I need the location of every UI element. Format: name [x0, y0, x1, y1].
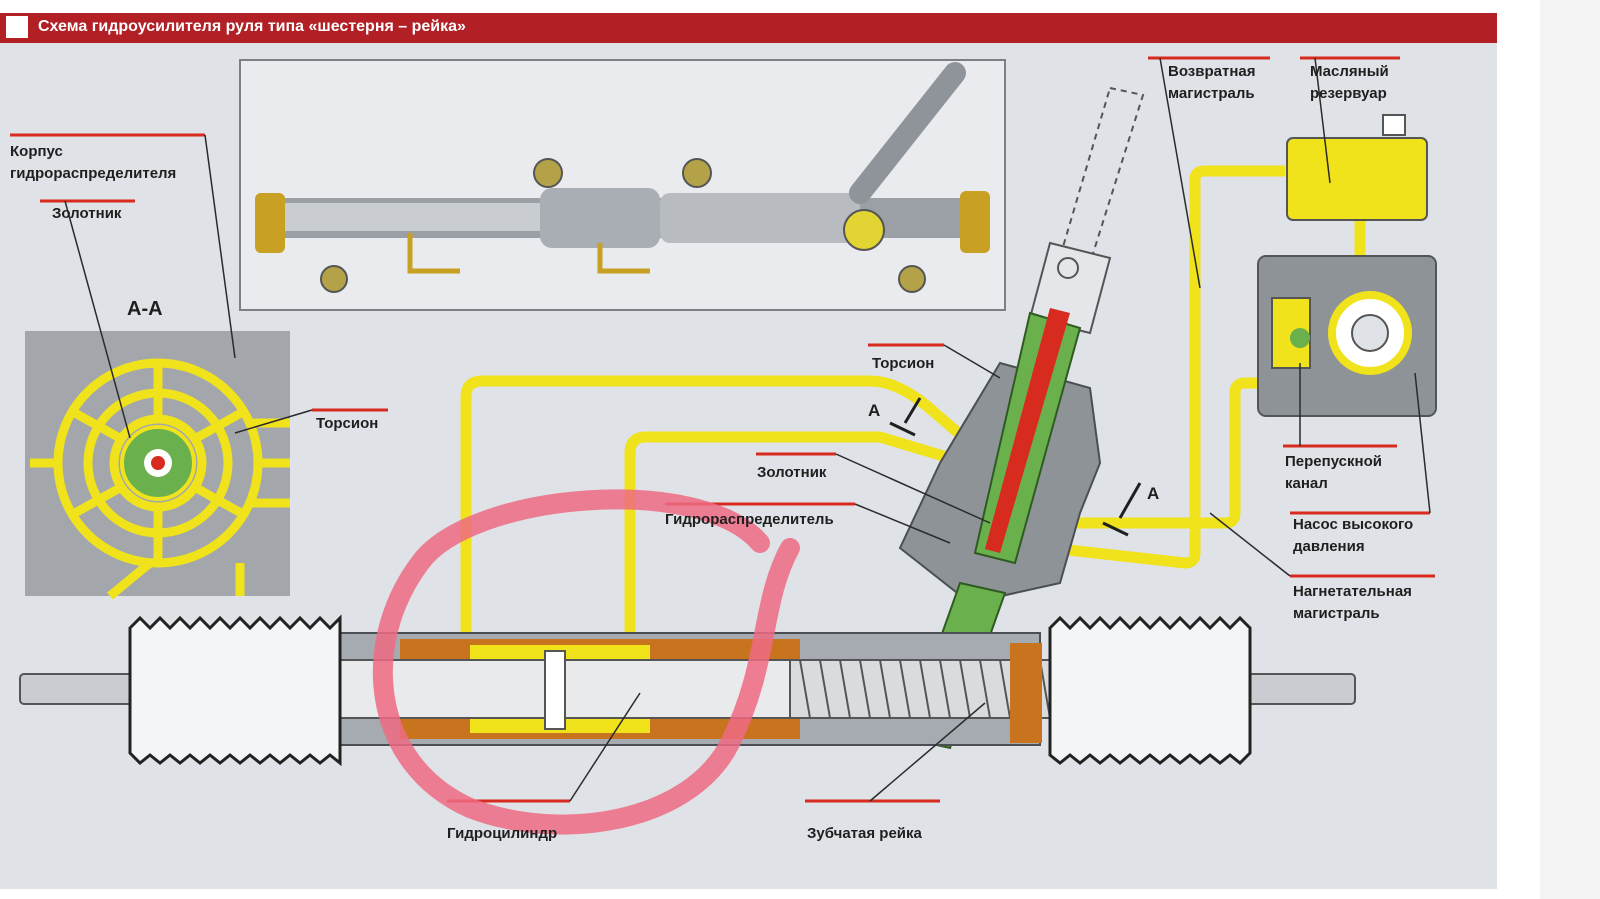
label-pump: Насос высокого давления	[1293, 516, 1414, 555]
title-marker	[6, 16, 28, 38]
arrow-a-right: А	[1147, 484, 1160, 503]
label-cylinder: Гидроцилиндр	[447, 825, 558, 842]
steering-column	[1028, 86, 1145, 335]
leader-lines	[64, 57, 1431, 802]
oil-reservoir	[1286, 114, 1428, 221]
label-rack: Зубчатая рейка	[807, 825, 922, 842]
arrow-a-left: А	[868, 401, 881, 420]
diagram-title: Схема гидроусилителя руля типа «шестерня…	[38, 18, 466, 35]
label-distributor: Гидрораспределитель	[665, 511, 834, 528]
high-pressure-pump	[1257, 255, 1437, 417]
label-reservoir: Масляный резервуар	[1310, 63, 1389, 102]
label-pressure-line: Нагнетательная магистраль	[1293, 583, 1412, 622]
label-spool-left: Золотник	[52, 205, 122, 222]
label-return-line: Возвратная магистраль	[1168, 63, 1256, 102]
label-bypass: Перепускной канал	[1285, 453, 1382, 492]
label-spool-center: Золотник	[757, 464, 827, 481]
highlight-circle	[372, 489, 800, 835]
section-aa-label: А-А	[127, 298, 163, 320]
schematic-drawing	[10, 56, 1437, 835]
assembly-photo	[239, 59, 1006, 311]
label-torsion-right: Торсион	[872, 355, 935, 372]
fluid-lines	[460, 165, 1366, 648]
label-housing: Корпус гидрораспределителя	[10, 143, 177, 182]
diagram-panel: А-А А А Корпус гидрораспределителя Золот…	[0, 43, 1497, 889]
label-torsion-left: Торсион	[316, 415, 379, 432]
leader-underlines	[10, 56, 1435, 803]
rack-assembly	[19, 614, 1356, 767]
section-aa-inset	[25, 331, 290, 600]
diagram-board: Схема гидроусилителя руля типа «шестерня…	[0, 13, 1497, 889]
section-arrows	[889, 397, 1142, 537]
title-bar: Схема гидроусилителя руля типа «шестерня…	[0, 13, 1497, 43]
right-margin	[1540, 0, 1600, 899]
